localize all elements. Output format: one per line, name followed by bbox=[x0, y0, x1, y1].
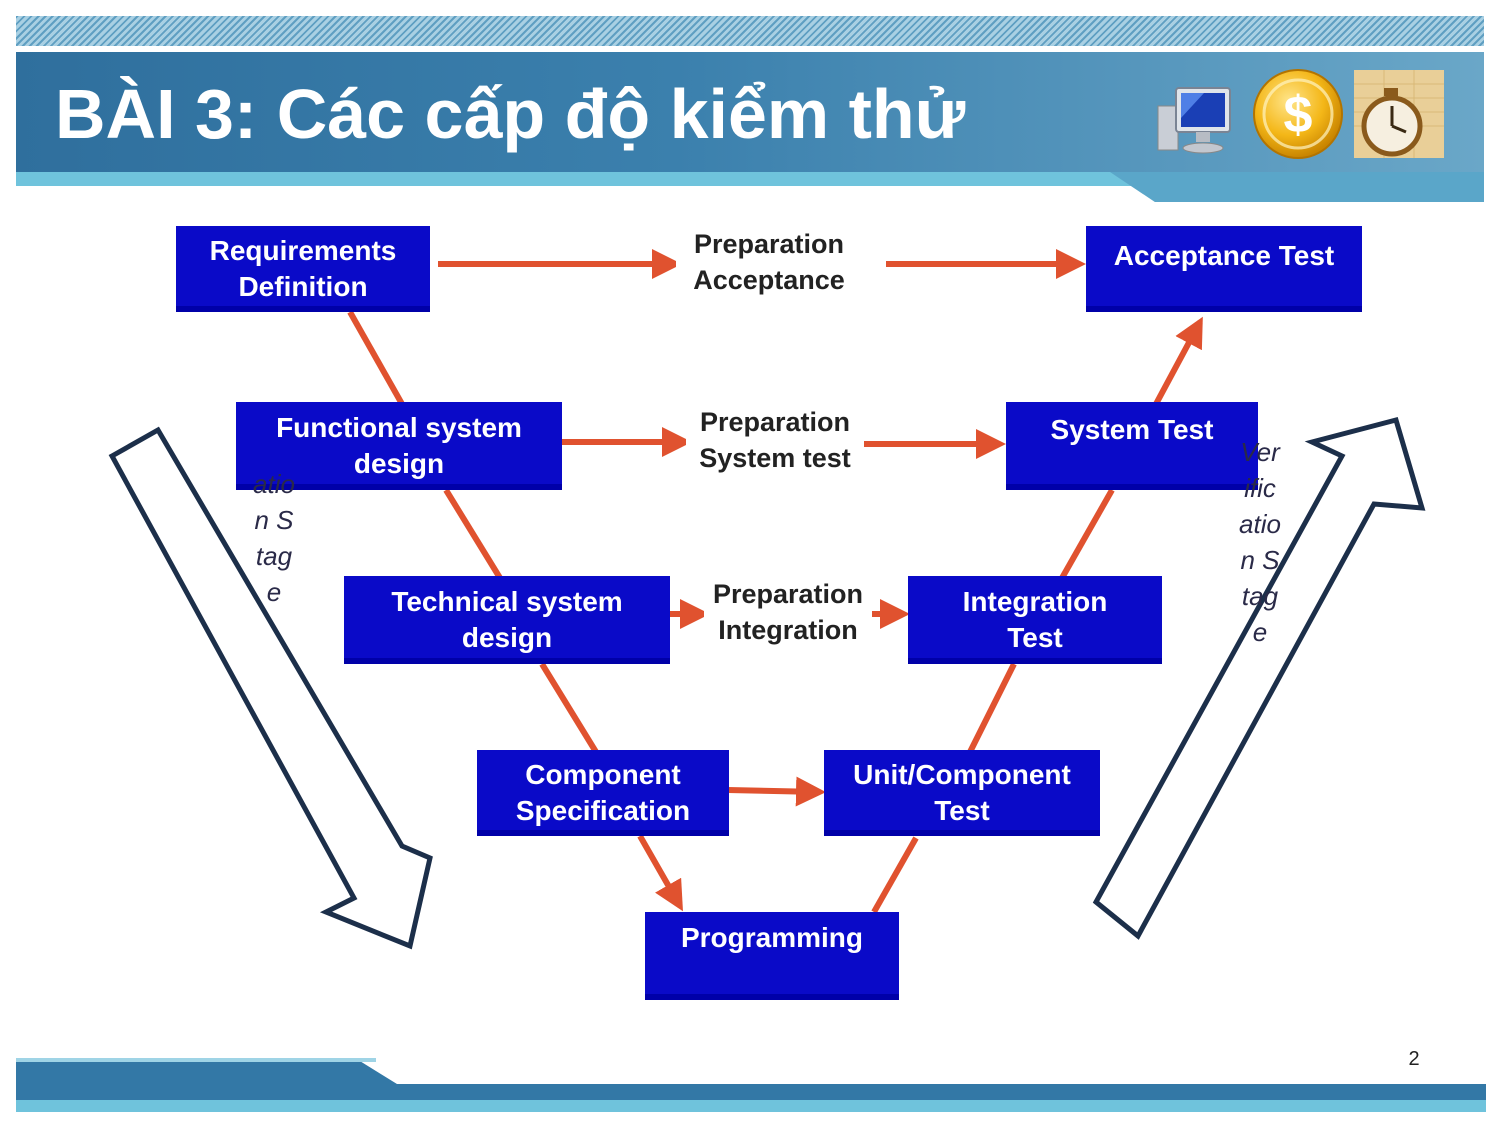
header-band bbox=[16, 52, 1484, 172]
computer-icon bbox=[1157, 87, 1231, 154]
v-line-left-2 bbox=[443, 488, 503, 580]
v-line-left-3 bbox=[539, 662, 599, 754]
h-arrow-comp-unit bbox=[727, 776, 826, 807]
specification-stage-arrow bbox=[108, 426, 433, 950]
footer-band-lower bbox=[16, 1084, 1486, 1100]
footer-highlight bbox=[16, 1058, 376, 1062]
label-verification-stage: Verification Stage bbox=[1239, 437, 1281, 647]
slide-title: BÀI 3: Các cấp độ kiểm thử bbox=[55, 75, 966, 153]
v-line-right-1 bbox=[871, 836, 919, 914]
clock-icon bbox=[1354, 70, 1444, 158]
box-functional-system-design: Functional system design bbox=[236, 402, 562, 490]
header-hatch-strip bbox=[16, 16, 1484, 46]
box-unit-component-test: Unit/Component Test bbox=[824, 750, 1100, 836]
box-programming: Programming bbox=[645, 912, 899, 1000]
box-integration-test: Integration Test bbox=[908, 576, 1162, 664]
page-number: 2 bbox=[1408, 1048, 1420, 1070]
v-line-right-2 bbox=[967, 662, 1017, 754]
box-technical-system-design: Technical system design bbox=[344, 576, 670, 664]
header-notch bbox=[1110, 172, 1484, 202]
footer-light-strip bbox=[16, 1100, 1486, 1112]
v-line-left-4 bbox=[637, 834, 683, 912]
v-line-left-1 bbox=[347, 310, 405, 406]
label-preparation-integration: Preparation Integration bbox=[704, 576, 872, 652]
verification-stage-arrow bbox=[1092, 416, 1426, 940]
label-specification-stage: ation Stage bbox=[253, 469, 295, 607]
svg-text:$: $ bbox=[1284, 86, 1313, 144]
box-component-specification: Component Specification bbox=[477, 750, 729, 836]
dollar-coin-icon: $ bbox=[1253, 69, 1343, 159]
box-acceptance-test: Acceptance Test bbox=[1086, 226, 1362, 312]
v-line-right-3 bbox=[1059, 488, 1115, 580]
label-preparation-system-test: Preparation System test bbox=[686, 404, 864, 478]
box-requirements-definition: Requirements Definition bbox=[176, 226, 430, 312]
label-preparation-acceptance: Preparation Acceptance bbox=[676, 226, 862, 306]
box-system-test: System Test bbox=[1006, 402, 1258, 490]
v-line-right-4 bbox=[1153, 316, 1203, 406]
